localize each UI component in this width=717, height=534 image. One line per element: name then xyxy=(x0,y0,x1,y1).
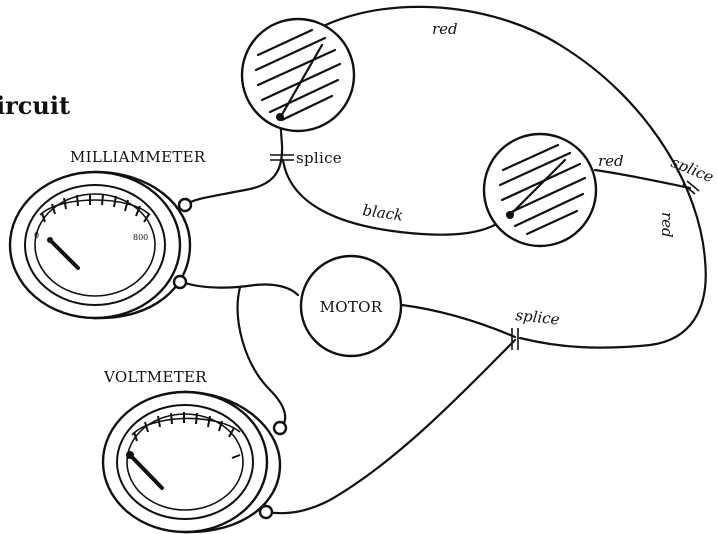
top-splice xyxy=(270,154,294,161)
motor-label: MOTOR xyxy=(320,298,383,316)
voltmeter-terminal-bottom xyxy=(258,504,274,520)
wire-coil-to-milliammeter xyxy=(183,116,284,207)
splice-label-bottom: splice xyxy=(515,306,561,329)
bottom-splice xyxy=(511,328,519,350)
upper-coil xyxy=(240,17,356,133)
voltmeter xyxy=(101,390,288,534)
lower-coil xyxy=(482,132,598,248)
milliammeter: 0 800 xyxy=(8,170,193,320)
wire-splice-to-voltmeter xyxy=(264,338,517,515)
wire-milliammeter-to-motor xyxy=(180,280,300,297)
red-wire-label-top: red xyxy=(432,20,458,38)
right-splice xyxy=(682,180,700,195)
milliammeter-terminal-top xyxy=(177,197,193,213)
lower-coil-terminal xyxy=(506,211,514,219)
diagram-title: ircuit xyxy=(0,91,70,120)
splice-label-right: splice xyxy=(669,153,717,186)
black-wire-label: black xyxy=(361,201,404,225)
red-wire-outer-loop xyxy=(298,5,707,349)
milliammeter-scale-max: 800 xyxy=(133,233,148,242)
voltmeter-terminal-top xyxy=(272,420,288,436)
wire-motor-to-splice xyxy=(400,303,517,339)
red-wire-label-vertical: red xyxy=(658,212,676,238)
milliammeter-scale-min: 0 xyxy=(34,231,39,240)
milliammeter-needle xyxy=(48,238,80,270)
red-wire-label-mid: red xyxy=(598,152,624,170)
motor: MOTOR xyxy=(299,254,403,358)
splice-label-top: splice xyxy=(296,149,342,167)
milliammeter-terminal-bottom xyxy=(172,274,188,290)
voltmeter-label: VOLTMETER xyxy=(103,368,207,386)
black-wire xyxy=(281,158,510,236)
wire-branch-to-voltmeter xyxy=(236,285,287,430)
red-wire-mid xyxy=(593,168,692,190)
voltmeter-needle xyxy=(128,453,164,490)
milliammeter-label: MILLIAMMETER xyxy=(70,148,206,166)
upper-coil-terminal xyxy=(276,113,284,121)
